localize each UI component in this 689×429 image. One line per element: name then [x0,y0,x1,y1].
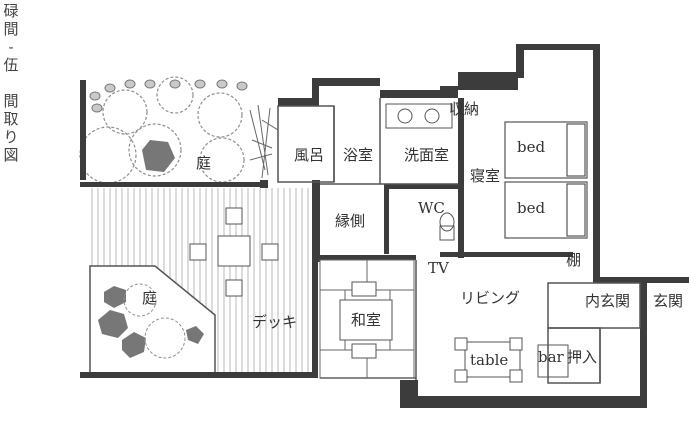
title-line-1: 碌間-伍 [2,2,20,74]
title-char: - [8,38,14,56]
label-tv: TV [428,259,450,277]
label-bar: bar [538,348,565,366]
label-table: table [470,351,508,369]
label-shinshitsu: 寝室 [470,167,500,185]
label-shuno: 収納 [449,100,479,118]
label-garden-top: 庭 [196,154,211,172]
label-washitsu: 和室 [351,311,381,329]
partitions [277,98,641,384]
label-furo: 風呂 [294,146,324,164]
garden-rocks-bottom [98,286,204,358]
beds [504,121,588,239]
title-char: 伍 [3,56,19,74]
garden-rock-top [142,140,175,172]
label-garden-bottom: 庭 [142,289,157,307]
living-furniture [454,337,569,383]
label-engawa: 縁側 [335,212,365,230]
title-char: 間 [3,20,19,38]
label-bed-1: bed [517,138,545,156]
label-oshiire: 押入 [567,348,597,366]
washitsu-furniture [339,281,393,359]
title-char: 取 [3,110,19,128]
label-bed-2: bed [517,199,545,217]
garden-stones-top [89,79,248,113]
deck-furniture [189,207,279,297]
toilet-icon [439,212,455,241]
label-genkan: 玄関 [653,292,683,310]
washbasins [385,103,453,129]
title-char: り [3,128,19,146]
label-deck: デッキ [252,313,297,331]
title-char: 図 [3,146,19,164]
title-char: 間 [3,92,19,110]
title-line-2: 間取り図 [2,92,20,164]
floorplan-title: 碌間-伍 間取り図 [2,2,20,164]
label-yokushitsu: 浴室 [343,146,373,164]
title-char: 碌 [3,2,19,20]
label-living: リビング [460,289,520,307]
label-tana: 棚 [566,251,581,269]
label-senmen: 洗面室 [404,146,449,164]
label-wc: WC [418,199,445,217]
walls [80,44,689,408]
garden-bushes-bottom [123,283,186,359]
bath-garden-plants [249,104,279,179]
label-uchigenkan: 内玄関 [585,292,630,310]
